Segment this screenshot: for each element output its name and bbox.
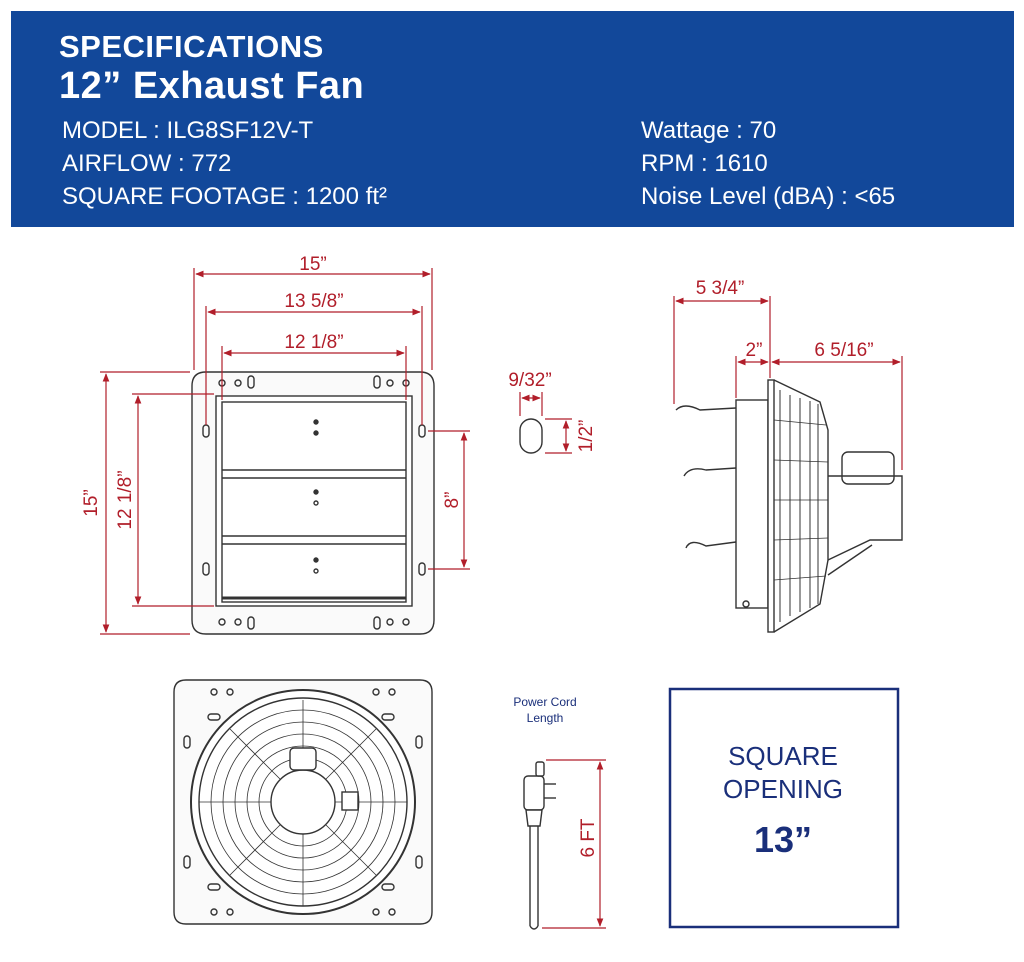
spec-wattage-label: Wattage xyxy=(641,117,730,144)
slot-width: 9/32” xyxy=(508,370,551,391)
side-frame-depth: 2” xyxy=(746,340,763,361)
front-height-overall: 15” xyxy=(81,489,102,516)
power-cord-label-2: Length xyxy=(527,711,564,725)
spec-airflow-value: 772 xyxy=(191,150,232,177)
spec-square-footage: SQUARE FOOTAGE : 1200 ft² xyxy=(62,183,387,210)
power-cord-plug-icon xyxy=(523,761,556,930)
front-width-overall: 15” xyxy=(299,254,326,275)
rear-view xyxy=(173,679,433,925)
spec-wattage: Wattage : 70 xyxy=(641,117,777,144)
spec-rpm-value: 1610 xyxy=(714,150,768,177)
spec-square-footage-label: SQUARE FOOTAGE xyxy=(62,183,286,210)
opening-line1: SQUARE xyxy=(728,741,838,771)
spec-model: MODEL : ILG8SF12V-T xyxy=(62,117,314,144)
spec-airflow-label: AIRFLOW xyxy=(62,150,172,177)
spec-noise-value: <65 xyxy=(854,183,896,210)
spec-model-value: ILG8SF12V-T xyxy=(166,117,314,144)
power-cord-length: 6 FT xyxy=(578,818,599,857)
spec-noise: Noise Level (dBA) : <65 xyxy=(641,183,896,210)
side-guard-depth: 6 5/16” xyxy=(814,340,873,361)
square-opening-box xyxy=(668,687,900,929)
spec-banner: SPECIFICATIONS 12” Exhaust Fan MODEL : I… xyxy=(11,11,1014,227)
power-cord-dimension xyxy=(542,759,606,929)
front-width-shutter: 12 1/8” xyxy=(284,332,343,353)
spec-rpm: RPM : 1610 xyxy=(641,150,768,177)
spec-square-footage-value: 1200 ft² xyxy=(305,183,387,210)
spec-model-label: MODEL xyxy=(62,117,147,144)
spec-rpm-label: RPM xyxy=(641,150,695,177)
side-total-depth: 5 3/4” xyxy=(696,278,745,299)
front-width-flange-holes: 13 5/8” xyxy=(284,291,343,312)
slot-height: 1/2” xyxy=(576,420,597,453)
front-height-holes: 8” xyxy=(442,492,463,509)
front-view-dimensions xyxy=(100,268,470,635)
spec-airflow: AIRFLOW : 772 xyxy=(62,150,232,177)
specifications-heading: SPECIFICATIONS xyxy=(59,29,324,64)
power-cord-label: Power Cord xyxy=(513,695,576,709)
opening-size: 13” xyxy=(754,819,812,860)
front-view xyxy=(191,371,435,635)
slot-detail xyxy=(519,392,572,454)
front-height-shutter: 12 1/8” xyxy=(115,470,136,529)
opening-line2: OPENING xyxy=(723,774,843,804)
side-view-dimensions xyxy=(673,296,903,470)
spec-noise-label: Noise Level (dBA) xyxy=(641,183,835,210)
side-view xyxy=(675,379,903,633)
product-title: 12” Exhaust Fan xyxy=(59,65,365,107)
spec-wattage-value: 70 xyxy=(749,117,777,144)
